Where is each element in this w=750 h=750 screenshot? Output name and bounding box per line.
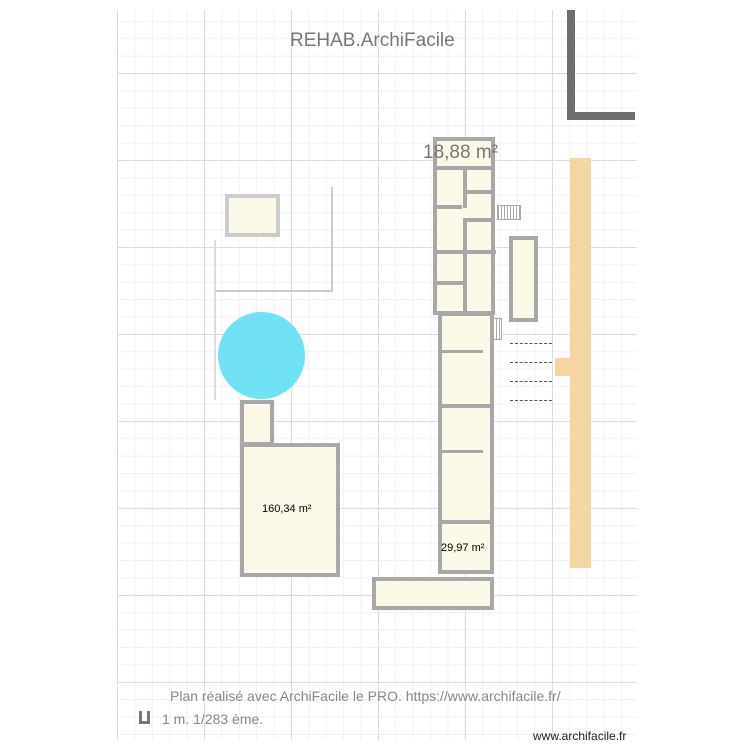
fence — [214, 240, 216, 400]
area-label: 160,34 m² — [262, 503, 312, 515]
wall — [463, 190, 493, 194]
wall — [436, 281, 464, 285]
room-main[interactable] — [240, 443, 340, 577]
room-small[interactable] — [240, 400, 274, 446]
parking-line — [510, 362, 552, 363]
wall — [463, 218, 467, 313]
area-label: 29,97 m² — [441, 542, 485, 554]
room-shed[interactable] — [225, 194, 280, 237]
room-side[interactable] — [509, 236, 538, 322]
parking-line — [510, 400, 552, 401]
room-bottom[interactable] — [372, 577, 494, 610]
parking-line — [510, 343, 552, 344]
grid — [117, 10, 637, 740]
wall — [436, 250, 496, 254]
path — [555, 358, 575, 376]
area-label: 18,88 m² — [423, 142, 498, 163]
wall — [441, 520, 491, 524]
plan-title: REHAB.ArchiFacile — [290, 30, 455, 51]
parking-line — [510, 381, 552, 382]
wall — [436, 205, 462, 209]
wall — [463, 218, 493, 222]
path — [570, 158, 591, 568]
wall — [441, 404, 491, 408]
scale-icon — [139, 711, 150, 724]
wall — [567, 112, 635, 120]
credit-text: Plan réalisé avec ArchiFacile le PRO. ht… — [170, 688, 561, 704]
fence — [215, 187, 333, 292]
pool[interactable] — [218, 312, 305, 399]
stairs — [492, 318, 502, 340]
wall — [463, 168, 467, 208]
wall — [441, 350, 483, 353]
wall — [567, 10, 575, 120]
watermark: www.archifacile.fr — [533, 729, 627, 743]
stairs — [497, 205, 521, 220]
wall — [441, 450, 483, 453]
scale-text: 1 m. 1/283 ème. — [162, 711, 264, 727]
room-long[interactable] — [438, 312, 494, 574]
